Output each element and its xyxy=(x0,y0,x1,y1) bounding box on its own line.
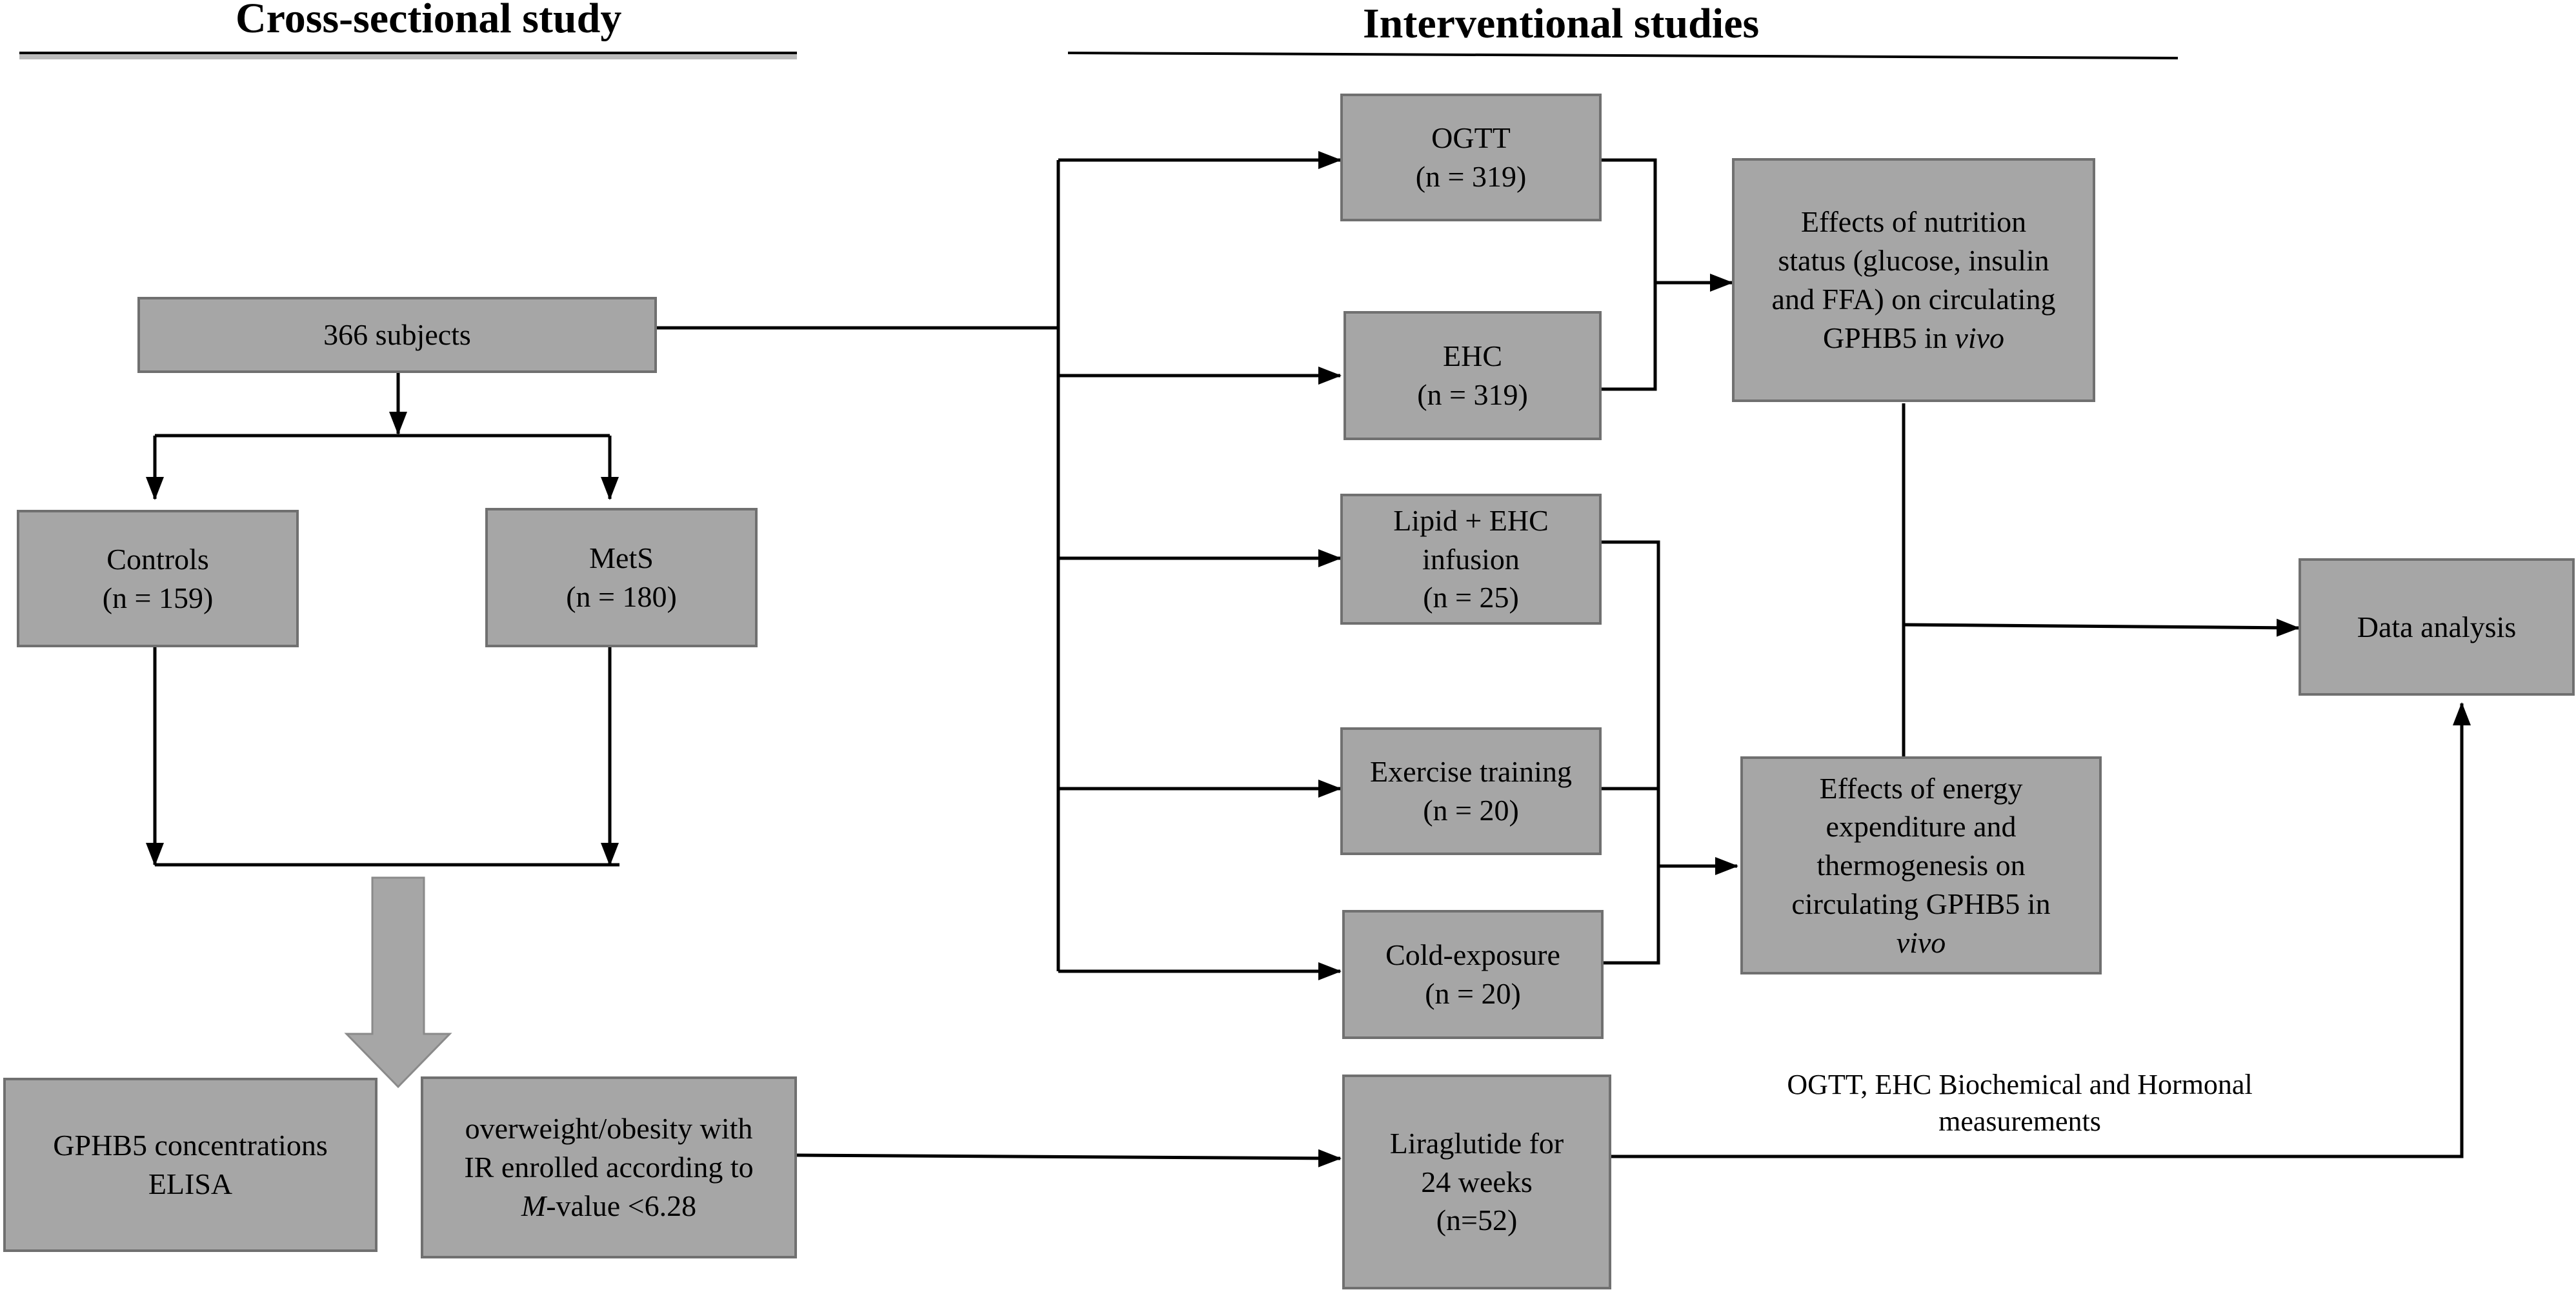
node-ogtt: OGTT (n = 319) xyxy=(1340,94,1602,221)
node-366-subjects-label: 366 subjects xyxy=(323,318,471,352)
heading-cross-sectional: Cross-sectional study xyxy=(236,0,622,42)
node-ogtt-title: OGTT xyxy=(1431,121,1511,155)
arrow-to-data-analysis xyxy=(1903,618,2300,637)
node-obesity-line3: M-value <6.28 xyxy=(521,1187,696,1226)
node-nutrition-line2: status (glucose, insulin xyxy=(1778,244,2049,278)
node-cold-exposure: Cold-exposure (n = 20) xyxy=(1342,910,1604,1039)
node-data-analysis-label: Data analysis xyxy=(2357,610,2517,643)
block-arrow-down xyxy=(344,876,452,1089)
node-nutrition-line4-text: GPHB5 in xyxy=(1822,321,1955,354)
node-energy-effects: Effects of energy expenditure and thermo… xyxy=(1740,756,2102,974)
node-lipid-title: Lipid + EHC xyxy=(1393,503,1549,537)
node-exercise-count: (n = 20) xyxy=(1423,794,1519,827)
measurements-line1: OGTT, EHC Biochemical and Hormonal xyxy=(1787,1069,2253,1100)
m-value-symbol: M xyxy=(521,1189,547,1222)
node-ogtt-count: (n = 319) xyxy=(1415,160,1527,193)
node-nutrition-line4: GPHB5 in vivo xyxy=(1823,319,2004,358)
node-nutrition-line3: and FFA) on circulating xyxy=(1771,283,2056,316)
node-controls-count: (n = 159) xyxy=(102,581,214,614)
underline-interventional xyxy=(1067,52,2179,59)
node-obesity-ir: overweight/obesity with IR enrolled acco… xyxy=(421,1076,797,1258)
node-cold-title: Cold-exposure xyxy=(1385,938,1560,972)
heading-interventional: Interventional studies xyxy=(1363,0,1760,47)
node-energy-line5: vivo xyxy=(1897,924,1946,962)
node-exercise-title: Exercise training xyxy=(1370,755,1572,789)
node-cold-count: (n = 20) xyxy=(1425,977,1521,1010)
node-liraglutide-line2: 24 weeks xyxy=(1421,1165,1533,1198)
node-exercise-training: Exercise training (n = 20) xyxy=(1340,727,1602,855)
node-lipid-count: (n = 25) xyxy=(1423,581,1519,614)
node-energy-vivo: vivo xyxy=(1896,925,1946,959)
measurements-line2: measurements xyxy=(1938,1105,2101,1138)
node-gphb5-elisa: GPHB5 concentrations ELISA xyxy=(3,1078,377,1252)
node-energy-line3: thermogenesis on xyxy=(1816,849,2026,882)
node-obesity-line2: IR enrolled according to xyxy=(464,1151,754,1184)
node-liraglutide: Liraglutide for 24 weeks (n=52) xyxy=(1342,1075,1611,1289)
line-lipid-merge xyxy=(1602,540,1660,965)
node-ehc-title: EHC xyxy=(1443,339,1502,373)
node-controls: Controls (n = 159) xyxy=(17,510,299,647)
node-nutrition-line1: Effects of nutrition xyxy=(1800,205,2027,239)
node-mets-count: (n = 180) xyxy=(566,580,677,613)
node-lipid-subtitle: infusion xyxy=(1422,542,1520,576)
arrow-liraglutide-to-data-analysis xyxy=(1611,702,2471,1158)
node-liraglutide-count: (n=52) xyxy=(1436,1204,1518,1237)
arrow-to-liraglutide xyxy=(796,1149,1342,1167)
node-gphb5-title: GPHB5 concentrations xyxy=(53,1129,328,1162)
node-ehc: EHC (n = 319) xyxy=(1343,311,1602,440)
node-nutrition-effects: Effects of nutrition status (glucose, in… xyxy=(1732,158,2095,402)
node-energy-line1: Effects of energy xyxy=(1819,771,2023,805)
node-data-analysis: Data analysis xyxy=(2299,558,2575,696)
node-controls-title: Controls xyxy=(106,542,209,576)
node-ehc-count: (n = 319) xyxy=(1417,378,1528,411)
node-mets: MetS (n = 180) xyxy=(485,508,758,647)
line-ogtt-ehc-merge xyxy=(1602,158,1657,391)
node-366-subjects: 366 subjects xyxy=(137,297,657,373)
node-energy-line4: circulating GPHB5 in xyxy=(1791,887,2051,920)
m-value-threshold: -value <6.28 xyxy=(546,1189,697,1222)
node-gphb5-method: ELISA xyxy=(148,1167,233,1200)
node-obesity-line1: overweight/obesity with xyxy=(465,1112,753,1146)
node-liraglutide-line1: Liraglutide for xyxy=(1389,1126,1564,1160)
node-lipid-ehc-infusion: Lipid + EHC infusion (n = 25) xyxy=(1340,494,1602,625)
node-mets-title: MetS xyxy=(589,541,654,575)
measurements-annotation: OGTT, EHC Biochemical and Hormonal measu… xyxy=(1729,1066,2310,1140)
node-energy-line2: expenditure and xyxy=(1826,810,2017,843)
node-nutrition-vivo: vivo xyxy=(1955,321,2005,354)
